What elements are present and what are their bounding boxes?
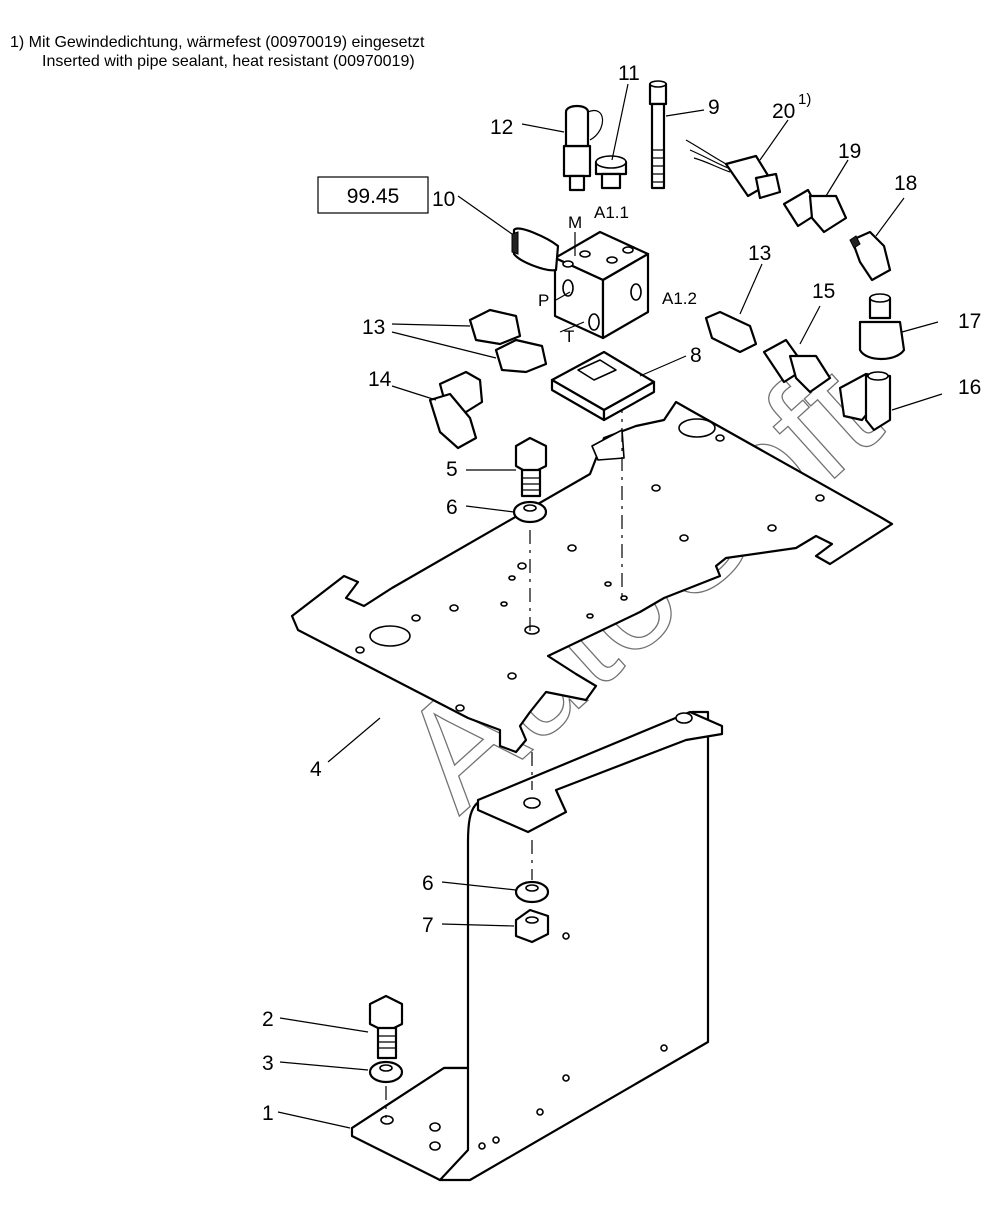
part-4-plate — [290, 400, 894, 754]
part-5-bolt — [514, 436, 548, 498]
part-16-tee — [838, 371, 892, 432]
callout-19: 19 — [838, 140, 861, 163]
callout-1: 1 — [262, 1102, 274, 1125]
port-labels: M A1.1 A1.2 P T — [538, 203, 697, 346]
footnote-german: 1) Mit Gewindedichtung, wärmefest (00970… — [10, 34, 425, 51]
callout-3: 3 — [262, 1052, 274, 1075]
port-M: M — [568, 213, 582, 232]
part-19-union — [782, 188, 848, 234]
part-8-pad — [550, 350, 656, 422]
footnote-english: Inserted with pipe sealant, heat resista… — [42, 53, 415, 70]
callout-9: 9 — [708, 96, 720, 119]
part-18-elbow — [849, 230, 892, 282]
part-7-nut — [514, 908, 550, 944]
callouts: 1 2 3 4 5 6 6 7 8 9 10 11 12 13 13 14 15… — [262, 62, 981, 1125]
part-17-fitting — [858, 293, 906, 361]
port-T: T — [564, 327, 574, 346]
callout-5: 5 — [446, 458, 458, 481]
callout-17: 17 — [958, 310, 981, 333]
part-11-plug — [594, 155, 628, 190]
callout-12: 12 — [490, 116, 513, 139]
part-2-bolt — [368, 994, 404, 1060]
part-13-fitting-right — [704, 310, 758, 354]
part-10-valve-block — [511, 227, 650, 340]
part-9-bolt — [648, 80, 668, 190]
part-13-fittings-left — [468, 308, 548, 374]
callout-2: 2 — [262, 1008, 274, 1031]
callout-16: 16 — [958, 376, 981, 399]
svg-text:99.45: 99.45 — [347, 185, 400, 208]
callout-20-superscript: 1) — [798, 91, 811, 108]
callout-18: 18 — [894, 172, 917, 195]
callout-10: 10 — [432, 188, 455, 211]
callout-15: 15 — [812, 280, 835, 303]
part-14-elbow — [428, 370, 484, 450]
callout-13a: 13 — [362, 316, 385, 339]
callout-4: 4 — [310, 758, 322, 781]
part-15-fitting — [762, 338, 832, 394]
port-A1-1: A1.1 — [594, 203, 629, 222]
callout-leaders — [277, 83, 943, 1129]
part-1-bracket — [350, 710, 724, 1182]
callout-14: 14 — [368, 368, 392, 391]
callout-11: 11 — [618, 62, 640, 85]
callout-13b: 13 — [748, 242, 771, 265]
callout-7: 7 — [422, 914, 434, 937]
part-20-sender — [685, 139, 782, 200]
port-P: P — [538, 291, 549, 310]
part-6-washer-top — [512, 500, 548, 524]
callout-6a: 6 — [446, 496, 458, 519]
callout-6b: 6 — [422, 872, 434, 895]
part-3-washer — [368, 1060, 404, 1084]
reference-box: 99.45 — [317, 176, 429, 214]
port-A1-2: A1.2 — [662, 289, 697, 308]
callout-8: 8 — [690, 344, 702, 367]
part-12-pressure-switch — [562, 104, 604, 192]
part-6-washer-bottom — [514, 880, 550, 904]
callout-20: 20 — [772, 100, 795, 123]
